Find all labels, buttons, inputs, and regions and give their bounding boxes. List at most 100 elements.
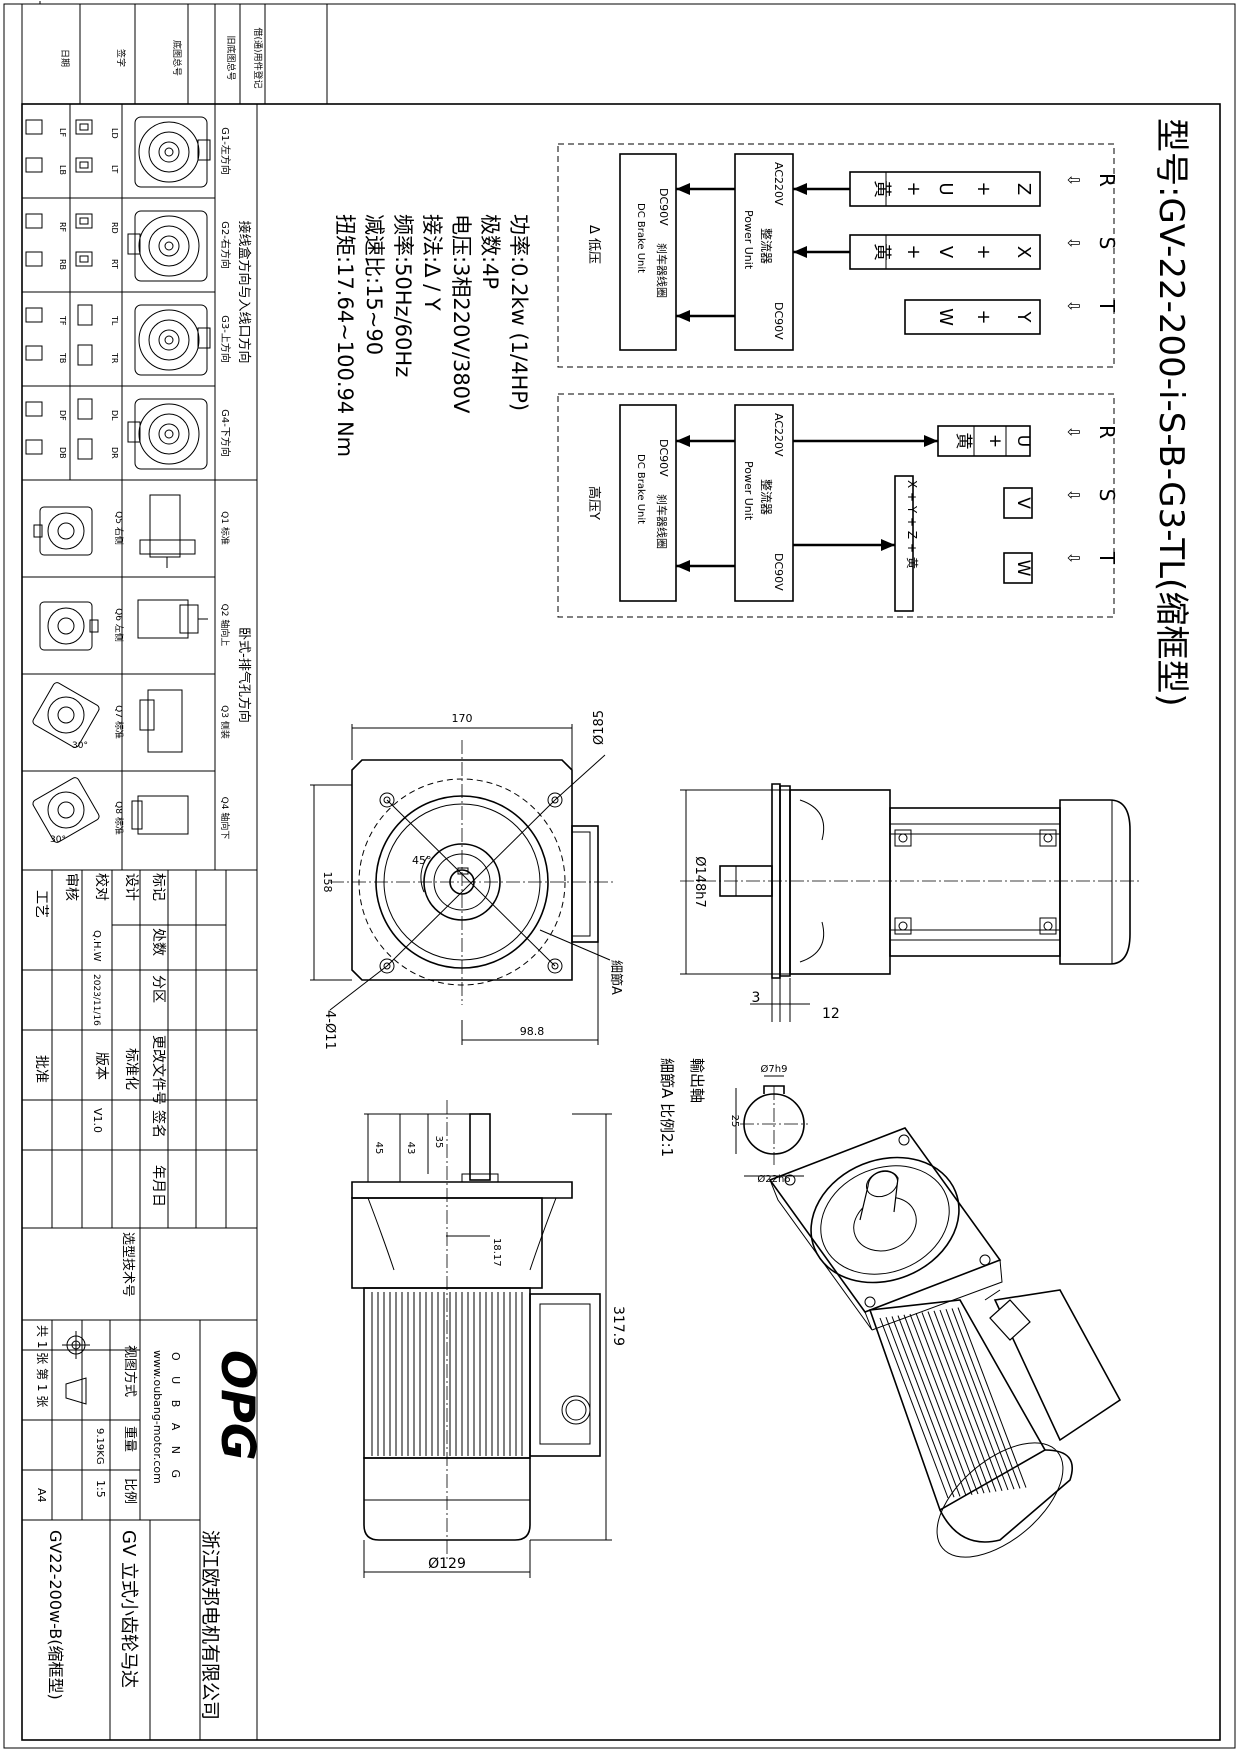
iso-fin-line xyxy=(885,1317,955,1498)
g4-header: G4-下方向 xyxy=(219,409,232,457)
isometric-view xyxy=(768,1127,1122,1558)
brand-sub: O U B A N G xyxy=(169,1352,182,1484)
tb-scale-label: 比例 xyxy=(122,1478,137,1504)
mount-q4: Q4 轴向下 xyxy=(219,797,231,840)
tb-selection: 选型技术号 xyxy=(120,1232,135,1297)
spec-frequency: 频率:50Hz/60Hz xyxy=(391,214,415,377)
tb-review: 审核 xyxy=(63,873,79,901)
dim-45b: 45 xyxy=(373,1142,384,1155)
svg-text:黄: 黄 xyxy=(871,243,892,261)
svg-text:⇩: ⇩ xyxy=(1064,173,1083,186)
detail-a-label: 細節A xyxy=(608,960,623,995)
dim-45: 45° xyxy=(412,854,432,867)
dim-43: 43 xyxy=(405,1142,416,1155)
mount-icons-side xyxy=(131,494,208,835)
code-lb: LB xyxy=(58,165,67,175)
svg-text:整流器: 整流器 xyxy=(759,228,774,264)
tb-weight-label: 重量 xyxy=(122,1426,138,1452)
svg-text:整流器: 整流器 xyxy=(759,479,774,515)
corner-label-2: 底图总号 xyxy=(171,40,183,76)
svg-text:W: W xyxy=(1013,560,1033,577)
dim-185: Ø185 xyxy=(592,710,607,745)
code-dl: DL xyxy=(110,410,119,421)
dim-148h7: Ø148h7 xyxy=(692,856,707,908)
corner-label-3: 签字 xyxy=(115,49,127,67)
tb-date: 2023/11/16 xyxy=(91,974,101,1026)
shaft-title: 輸出軸 xyxy=(688,1058,706,1103)
svg-text:AC220V: AC220V xyxy=(772,413,785,457)
svg-text:黄: 黄 xyxy=(953,433,973,450)
outer-border xyxy=(3,3,1236,1749)
mount-q5: Q5 右侧 xyxy=(113,511,125,545)
svg-text:Y: Y xyxy=(1013,311,1034,324)
iso-fin-line xyxy=(903,1314,973,1495)
code-tf: TF xyxy=(58,315,67,326)
mount-q8: Q8 标准 xyxy=(113,801,125,835)
corner-label-1: 旧底图总号 xyxy=(225,35,237,80)
code-lt: LT xyxy=(110,165,119,173)
junction-section-title: 接线盒方向与入线口方向 xyxy=(236,220,252,363)
mount-q1: Q1 标准 xyxy=(219,511,231,545)
svg-text:刹车器线圈: 刹车器线圈 xyxy=(655,243,669,298)
svg-text:+: + xyxy=(985,434,1005,448)
code-rd: RD xyxy=(110,222,119,234)
iso-fin-line xyxy=(951,1308,1021,1489)
dim-170: 170 xyxy=(452,712,473,725)
model-title: 型号:GV-22-200-i-S-B-G3-TL(缩框型) xyxy=(1151,118,1191,707)
spec-list: 功率:0.2kw (1/4HP) 极数:4P 电压:3相220V/380V 接法… xyxy=(333,214,531,457)
svg-text:⇩: ⇩ xyxy=(1064,551,1083,564)
svg-text:R: R xyxy=(1095,425,1119,439)
tb-version-label: 版本 xyxy=(93,1052,109,1080)
product-name: GV 立式小齿轮马达 xyxy=(118,1530,139,1688)
svg-text:+: + xyxy=(973,309,994,324)
shaft-scale: 細節A 比例2:1 xyxy=(658,1058,676,1157)
dim-129: Ø129 xyxy=(428,1556,466,1572)
svg-text:⇩: ⇩ xyxy=(1064,299,1083,312)
tb-col-date: 年月日 xyxy=(150,1165,166,1207)
svg-text:U: U xyxy=(1013,435,1033,447)
code-tr: TR xyxy=(110,352,119,364)
code-rb: RB xyxy=(58,259,67,270)
title-block: 工艺 审核 校对 设计 Q.H.W 2023/11/16 版本 V1.0 批准 … xyxy=(21,869,265,1741)
iso-fin-line xyxy=(891,1316,961,1497)
g1-header: G1-左方向 xyxy=(219,127,232,175)
flange-icon-g1 xyxy=(134,116,211,188)
mount-q6: Q6 左侧 xyxy=(113,608,125,642)
dim-12: 12 xyxy=(822,1006,840,1022)
svg-text:DC90V: DC90V xyxy=(772,553,785,591)
dim-25: 25 xyxy=(729,1115,740,1128)
svg-text:⇩: ⇩ xyxy=(1064,236,1083,249)
code-db: DB xyxy=(58,447,67,459)
tb-col-count: 处数 xyxy=(150,928,166,956)
iso-fin-line xyxy=(897,1315,967,1496)
iso-fin-line xyxy=(909,1313,979,1495)
svg-text:X + Y + Z + 黄: X + Y + Z + 黄 xyxy=(905,480,919,569)
g2-header: G2-右方向 xyxy=(219,221,232,269)
code-tl: TL xyxy=(110,315,119,326)
angle-30-b: 30° xyxy=(50,835,66,845)
tb-design: 设计 xyxy=(123,873,139,901)
svg-text:+: + xyxy=(903,181,924,196)
code-df: DF xyxy=(58,410,67,421)
corner-label-0: 借(通)用件登记 xyxy=(252,27,264,88)
code-rt: RT xyxy=(110,259,119,269)
svg-text:AC220V: AC220V xyxy=(772,162,785,206)
tb-approve: 批准 xyxy=(33,1055,49,1083)
dim-35: 35 xyxy=(433,1136,444,1149)
tb-paper: A4 xyxy=(35,1488,48,1503)
spec-poles: 极数:4P xyxy=(478,214,502,289)
svg-text:U: U xyxy=(935,182,956,195)
svg-text:DC Brake Unit: DC Brake Unit xyxy=(635,203,646,273)
svg-text:DC90V: DC90V xyxy=(657,188,670,226)
tb-std: 标准化 xyxy=(123,1048,139,1090)
side-view-motor: Ø148h7 3 12 xyxy=(680,783,1140,1022)
svg-text:X: X xyxy=(1013,246,1034,258)
bottom-side-view: 45 43 35 18.17 317.9 Ø129 xyxy=(351,1100,626,1578)
tb-col-zone: 分区 xyxy=(150,975,166,1003)
code-lf: LF xyxy=(58,128,67,137)
wiring-high-voltage: R S T ⇩ ⇩ ⇩ U + 黄 V W X + Y + Z + 黄 AC22… xyxy=(557,393,1119,618)
iso-fin-line xyxy=(921,1312,991,1493)
svg-text:黄: 黄 xyxy=(871,180,892,198)
svg-text:+: + xyxy=(973,244,994,259)
